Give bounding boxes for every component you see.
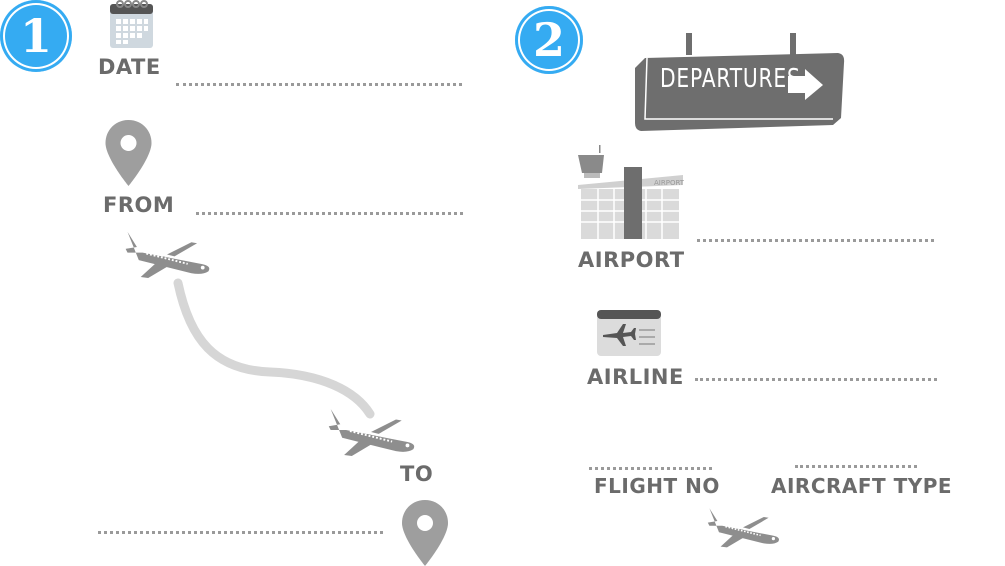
to-label: TO xyxy=(400,462,434,486)
date-label: DATE xyxy=(98,55,161,79)
airport-label: AIRPORT xyxy=(578,248,685,272)
arriving-airplane-icon xyxy=(323,405,419,458)
from-label: FROM xyxy=(103,193,175,217)
airport-building-icon: AIRPORT xyxy=(578,145,684,239)
small-airplane-icon xyxy=(703,505,783,549)
date-field xyxy=(176,83,462,86)
from-field xyxy=(196,212,463,215)
to-field xyxy=(98,531,383,534)
calendar-icon xyxy=(110,0,153,48)
building-sign-text: AIRPORT xyxy=(654,179,684,187)
departures-sign xyxy=(635,33,845,131)
step-2-badge: 2 xyxy=(515,6,583,74)
step-1-badge: 1 xyxy=(0,0,72,72)
flight-no-field xyxy=(589,467,712,470)
aircraft-type-label: AIRCRAFT TYPE xyxy=(771,474,953,498)
departures-sign-text: DEPARTURES xyxy=(660,64,801,94)
airline-label: AIRLINE xyxy=(587,365,684,389)
flight-no-label: FLIGHT NO xyxy=(594,474,720,498)
aircraft-type-field xyxy=(795,465,917,468)
airline-field xyxy=(695,378,937,381)
to-location-pin-icon xyxy=(402,500,448,566)
boarding-pass-icon xyxy=(597,310,661,356)
airport-field xyxy=(697,239,934,242)
